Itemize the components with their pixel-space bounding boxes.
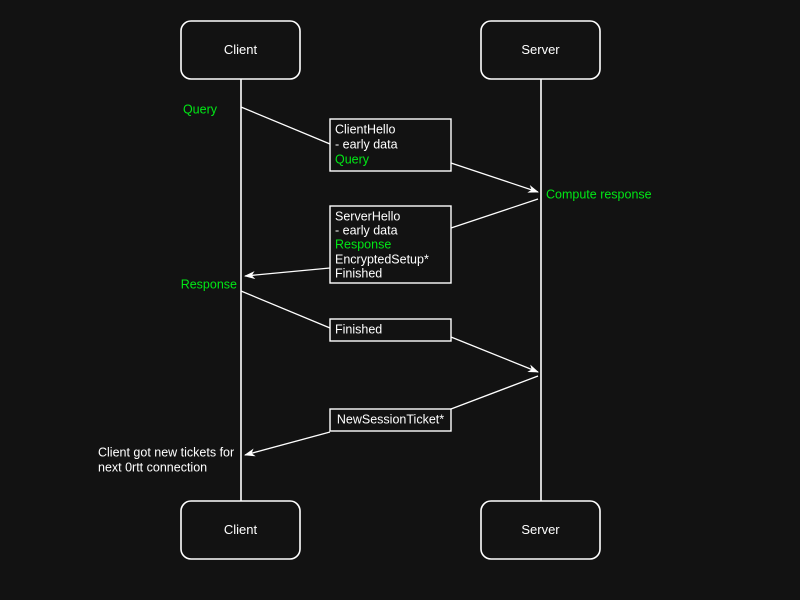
note-response: Response	[181, 277, 237, 291]
message-client-hello-line-3: Query	[335, 152, 370, 166]
message-server-hello-line-5: Finished	[335, 266, 382, 280]
message-box-client-hello[interactable]: ClientHello - early data Query	[329, 118, 452, 172]
message-box-new-session-ticket[interactable]: NewSessionTicket*	[329, 408, 452, 432]
message-server-hello-line-2: - early data	[335, 223, 398, 237]
actor-client-bottom[interactable]: Client	[180, 500, 301, 560]
arrow-client-hello-leg1	[240, 106, 331, 145]
actor-server-top[interactable]: Server	[480, 20, 601, 80]
actor-client-top-label: Client	[224, 42, 258, 57]
note-compute-response: Compute response	[546, 187, 652, 201]
message-client-hello-line-2: - early data	[335, 137, 398, 151]
actor-server-bottom-label: Server	[521, 522, 560, 537]
arrow-server-hello-leg1	[450, 198, 539, 229]
message-box-new-session-ticket-rect	[329, 408, 452, 432]
message-box-server-hello-rect	[329, 205, 452, 284]
actor-client-bottom-label: Client	[224, 522, 258, 537]
message-box-finished[interactable]: Finished	[329, 318, 452, 342]
note-query: Query	[183, 102, 218, 116]
actor-server-top-box	[480, 20, 601, 80]
message-box-server-hello[interactable]: ServerHello - early data Response Encryp…	[329, 205, 452, 284]
actor-client-top[interactable]: Client	[180, 20, 301, 80]
message-server-hello-line-1: ServerHello	[335, 209, 400, 223]
arrow-new-session-ticket-leg2	[244, 431, 331, 457]
message-server-hello-line-4: EncryptedSetup*	[335, 252, 429, 266]
actor-server-bottom[interactable]: Server	[480, 500, 601, 560]
arrow-client-hello-leg2	[450, 162, 539, 193]
message-server-hello-line-3: Response	[335, 237, 391, 251]
arrow-finished-leg2	[450, 336, 539, 373]
arrow-server-hello-leg2	[244, 267, 331, 280]
actor-client-top-box	[180, 20, 301, 80]
message-client-hello-line-1: ClientHello	[335, 122, 395, 136]
arrow-finished-leg1	[240, 290, 331, 329]
actor-client-bottom-box	[180, 500, 301, 560]
message-new-session-ticket-line-1: NewSessionTicket*	[337, 412, 444, 426]
actor-server-top-label: Server	[521, 42, 560, 57]
note-new-tickets-line-2: next 0rtt connection	[98, 460, 207, 474]
note-new-tickets-line-1: Client got new tickets for	[98, 445, 234, 459]
message-box-finished-rect	[329, 318, 452, 342]
message-box-client-hello-rect	[329, 118, 452, 172]
message-finished-line-1: Finished	[335, 322, 382, 336]
arrow-new-session-ticket-leg1	[450, 375, 539, 410]
actor-server-bottom-box	[480, 500, 601, 560]
